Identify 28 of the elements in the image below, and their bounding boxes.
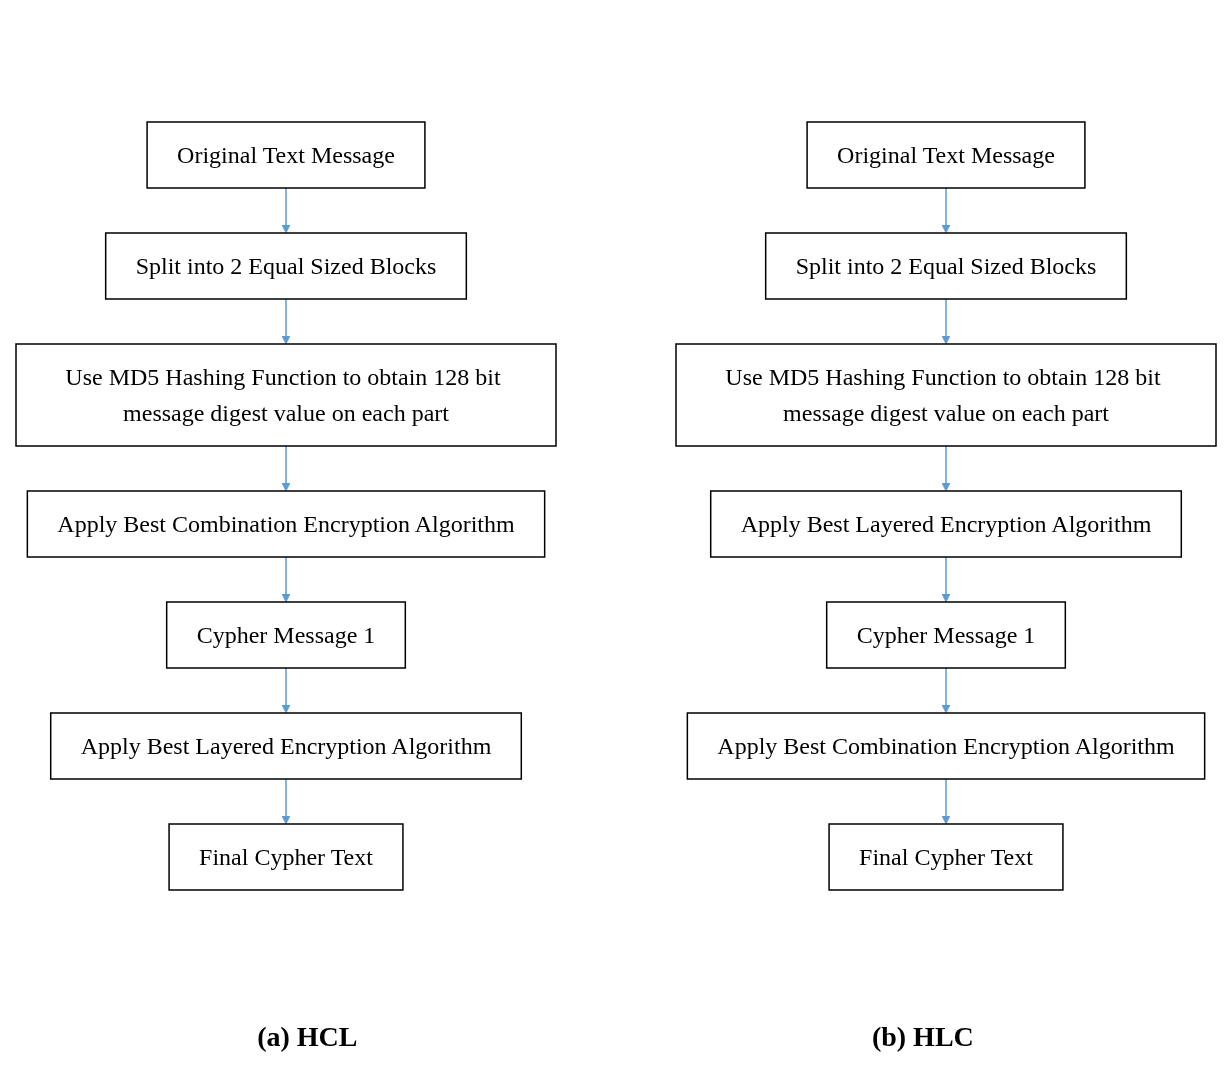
panel-caption: (a) HCL xyxy=(257,1021,358,1053)
node-box: Apply Best Combination Encryption Algorithm xyxy=(26,489,545,558)
node-box: Apply Best Layered Encryption Algorithm xyxy=(49,711,522,780)
arrow xyxy=(941,555,950,602)
arrow xyxy=(281,777,290,824)
arrow xyxy=(941,666,950,713)
node-box: Original Text Message xyxy=(145,120,426,189)
arrow xyxy=(281,297,290,344)
node-box: Original Text Message xyxy=(805,120,1086,189)
node-box: Use MD5 Hashing Function to obtain 128 bit message digest value on each part xyxy=(674,342,1217,447)
node-box: Cypher Message 1 xyxy=(825,600,1066,669)
arrow xyxy=(281,666,290,713)
node-box: Cypher Message 1 xyxy=(165,600,406,669)
node-box: Use MD5 Hashing Function to obtain 128 bit message digest value on each part xyxy=(14,342,557,447)
node-box: Split into 2 Equal Sized Blocks xyxy=(104,231,467,300)
node-box: Apply Best Combination Encryption Algorithm xyxy=(686,711,1205,780)
arrow xyxy=(281,555,290,602)
node-box: Apply Best Layered Encryption Algorithm xyxy=(709,489,1182,558)
panel-caption: (b) HLC xyxy=(871,1021,974,1053)
arrow xyxy=(941,297,950,344)
arrow xyxy=(941,444,950,491)
node-box: Split into 2 Equal Sized Blocks xyxy=(764,231,1127,300)
node-box: Final Cypher Text xyxy=(827,822,1064,891)
arrow xyxy=(941,186,950,233)
node-box: Final Cypher Text xyxy=(167,822,404,891)
arrow xyxy=(941,777,950,824)
arrow xyxy=(281,186,290,233)
arrow xyxy=(281,444,290,491)
